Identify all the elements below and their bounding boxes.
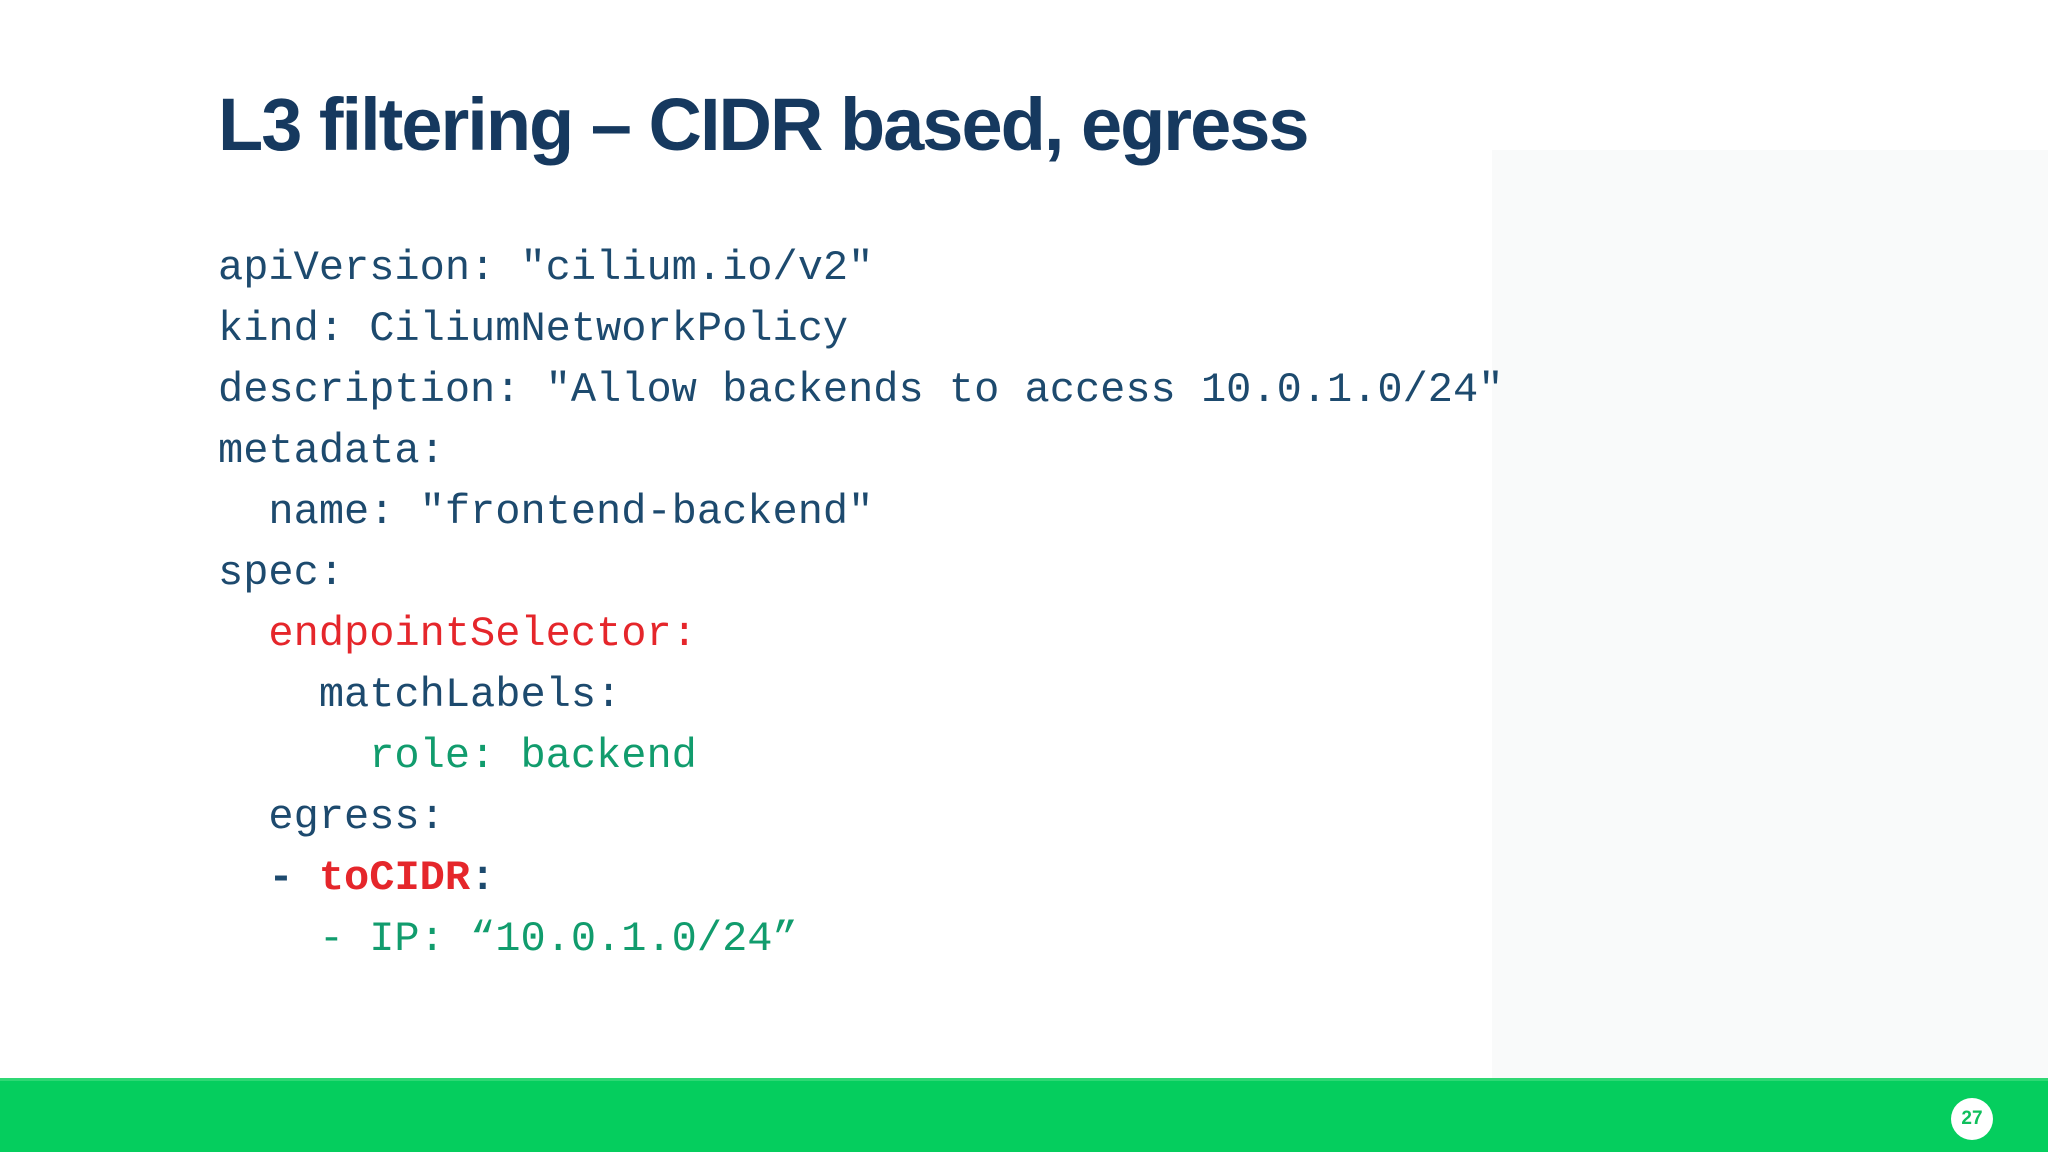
code-line: role: backend: [218, 726, 1503, 787]
slide-title: L3 filtering – CIDR based, egress: [218, 83, 1310, 166]
code-segment: [218, 610, 268, 658]
code-segment: kind: CiliumNetworkPolicy: [218, 305, 849, 353]
code-line: description: "Allow backends to access 1…: [218, 360, 1503, 421]
code-line: spec:: [218, 543, 1503, 604]
code-segment: name: "frontend-backend": [218, 488, 874, 536]
code-segment: egress:: [218, 793, 445, 841]
code-line: matchLabels:: [218, 665, 1503, 726]
code-segment: :: [470, 854, 496, 902]
code-segment: matchLabels:: [218, 671, 622, 719]
code-segment: description: "Allow backends to access 1…: [218, 366, 1504, 414]
code-line: - toCIDR:: [218, 848, 1503, 909]
code-segment: role: backend: [218, 732, 697, 780]
code-line: - IP: “10.0.1.0/24”: [218, 909, 1503, 970]
page-number: 27: [1961, 1108, 1983, 1129]
code-line: name: "frontend-backend": [218, 482, 1503, 543]
code-line: metadata:: [218, 421, 1503, 482]
code-line: apiVersion: "cilium.io/v2": [218, 238, 1503, 299]
code-segment: toCIDR: [318, 854, 471, 902]
code-line: endpointSelector:: [218, 604, 1503, 665]
code-segment: endpointSelector:: [268, 610, 697, 658]
code-segment: spec:: [218, 549, 345, 597]
code-segment: metadata:: [218, 427, 445, 475]
code-line: egress:: [218, 787, 1503, 848]
code-segment: apiVersion: "cilium.io/v2": [218, 244, 874, 292]
code-block: apiVersion: "cilium.io/v2" kind: CiliumNe…: [218, 238, 1503, 970]
page-number-badge: 27: [1951, 1098, 1993, 1140]
code-segment: -: [218, 854, 319, 902]
code-line: kind: CiliumNetworkPolicy: [218, 299, 1503, 360]
background-shade: [1492, 150, 2048, 1078]
footer-bar: 27: [0, 1078, 2048, 1152]
code-segment: - IP: “10.0.1.0/24”: [218, 915, 798, 963]
